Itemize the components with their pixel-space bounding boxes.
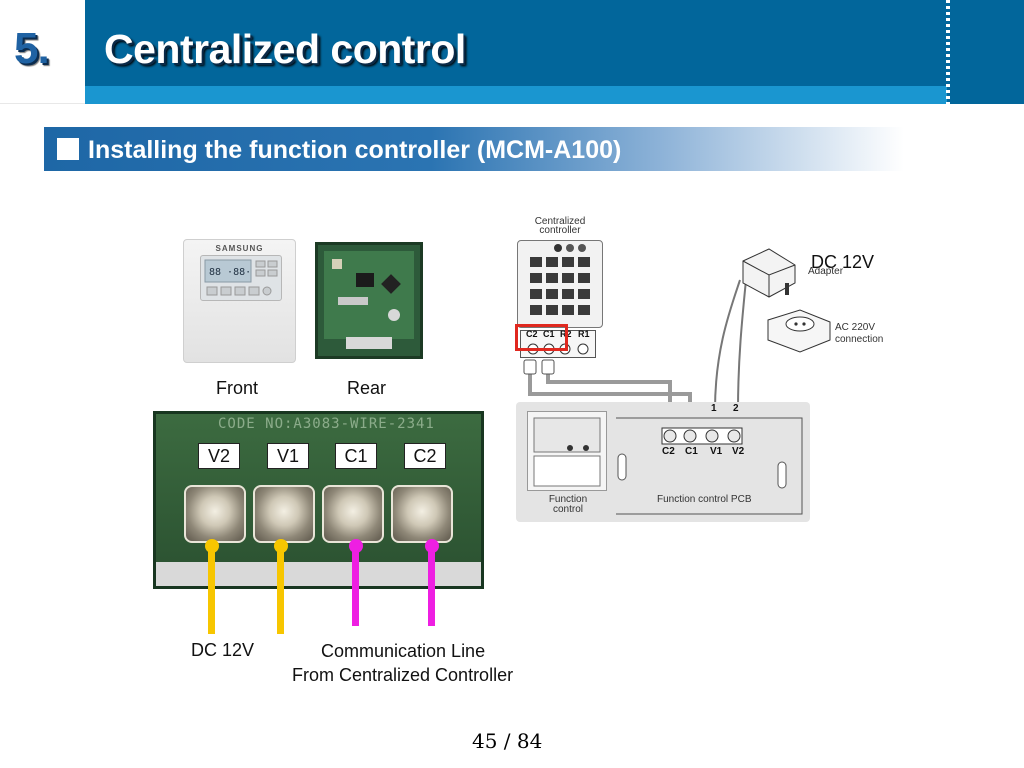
cc-terminal-c1: C1: [543, 329, 555, 339]
comm-line-label: Communication Line: [321, 641, 486, 661]
diagram-dc-12v-label: DC 12V: [811, 252, 875, 272]
wire-dot-c2: [425, 539, 439, 553]
function-control-label-2: control: [552, 504, 583, 515]
header-dotted-divider: [946, 0, 950, 104]
pcb-wire-number-1: 1: [711, 403, 717, 414]
front-controller-photo: SAMSUNG 88 ·88·: [183, 239, 296, 363]
wire-dot-c1: [349, 539, 363, 553]
comm-line-source-label: From Centralized Controller: [292, 665, 514, 685]
cc-label-2: controller: [539, 225, 581, 236]
terminal-tag-c2: C2: [404, 443, 446, 469]
pcb-terminal-c1: C1: [685, 446, 698, 457]
function-control-label-1: Function: [548, 494, 588, 505]
terminal-screw-icon: [253, 485, 315, 543]
ac-outlet-icon: [767, 309, 831, 353]
wire-dot-v1: [274, 539, 288, 553]
terminal-code-text: CODE NO:A3083-WIRE-2341: [218, 416, 435, 432]
cc-label-1: Centralized: [534, 216, 586, 227]
front-label: Front: [216, 378, 259, 398]
function-controller-unit: [527, 411, 607, 491]
pcb-board-icon: [324, 251, 414, 349]
subtitle-band: [44, 127, 904, 171]
subtitle: Installing the function controller (MCM-…: [88, 136, 622, 164]
wire-v1: [277, 546, 284, 634]
wire-c1: [352, 546, 359, 626]
wire-v2: [208, 546, 215, 634]
cc-terminal-c2: C2: [526, 329, 538, 339]
pcb-terminal-v1: V1: [710, 446, 723, 457]
adapter-label: Adapter: [808, 266, 844, 277]
dc-12v-label: DC 12V: [191, 640, 255, 660]
pcb-terminal-v2: V2: [732, 446, 745, 457]
terminal-tag-v1: V1: [267, 443, 309, 469]
header-accent-strip-right: [947, 86, 1024, 104]
ac-label-2: connection: [835, 334, 884, 345]
keypad-buttons-icon: 88 ·88·: [204, 259, 278, 296]
pcb-terminal-c2: C2: [662, 446, 675, 457]
front-keypad: 88 ·88·: [200, 255, 282, 301]
header-accent-strip: [85, 86, 947, 104]
ac-label-1: AC 220V: [835, 322, 876, 333]
wire-dot-v2: [205, 539, 219, 553]
terminal-screw-icon: [391, 485, 453, 543]
highlight-box: [515, 324, 568, 351]
header-bar: [85, 0, 1024, 88]
page-number: 45 / 84: [472, 729, 543, 753]
square-bullet-icon: [57, 138, 79, 160]
centralized-controller-drawing: [517, 240, 603, 328]
terminal-tag-v2: V2: [198, 443, 240, 469]
front-brand: SAMSUNG: [215, 244, 264, 253]
rear-label: Rear: [347, 378, 387, 398]
cc-terminal-r1: R1: [578, 329, 590, 339]
rear-pcb-photo: [315, 242, 423, 359]
pcb-label: Function control PCB: [657, 494, 752, 505]
controller-keys-icon: [530, 244, 590, 315]
cc-terminal-row: [520, 330, 596, 358]
adapter-icon: [742, 248, 796, 298]
terminal-screw-icon: [184, 485, 246, 543]
terminal-tag-c1: C1: [335, 443, 377, 469]
function-controller-icon: [533, 417, 601, 487]
pcb-outline: [616, 417, 803, 515]
wire-c2: [428, 546, 435, 626]
svg-text:88 ·88·: 88 ·88·: [209, 267, 251, 278]
header-left-panel: [0, 0, 85, 104]
pcb-wire-number-2: 2: [733, 403, 739, 414]
section-number: 5.: [14, 24, 50, 73]
terminal-screw-icon: [322, 485, 384, 543]
page-title: Centralized control: [104, 26, 466, 72]
